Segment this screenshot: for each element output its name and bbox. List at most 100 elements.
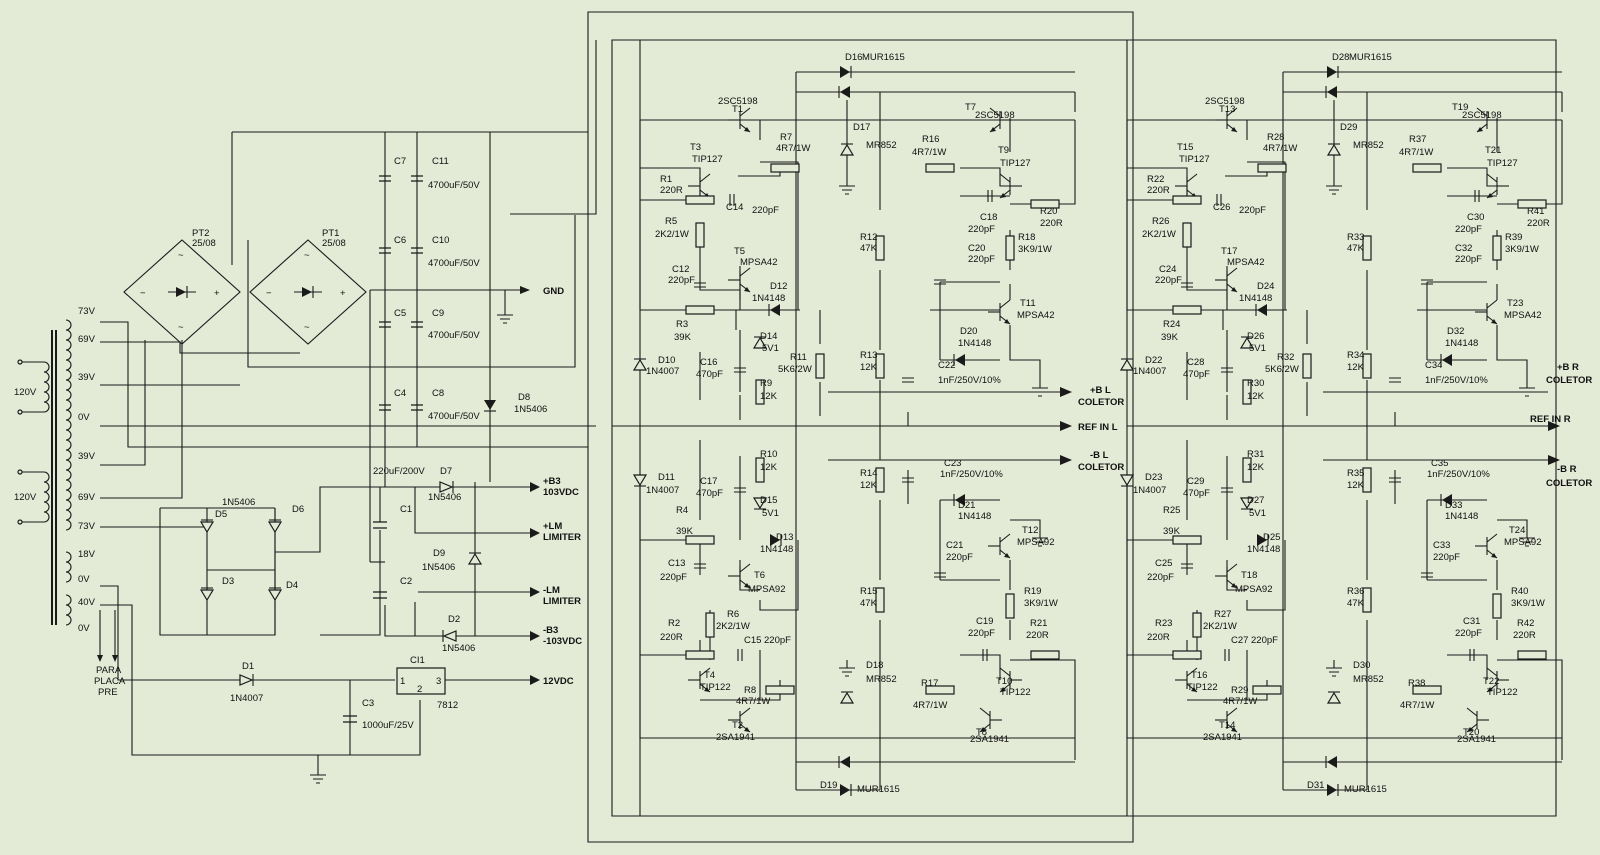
component-value: 39K <box>674 332 692 343</box>
supply-caps-c1-c2: 220uF/200V C1 C2 <box>373 466 425 599</box>
svg-text:COLETOR: COLETOR <box>1078 397 1124 408</box>
transistor-symbol <box>1477 127 1483 132</box>
primary-label-2: 120V <box>14 492 37 503</box>
component-value: 4R7/1W <box>736 696 770 707</box>
resistor-symbol <box>1005 593 1015 619</box>
tap-label: 18V <box>78 549 96 560</box>
component-ref: R9 <box>760 378 772 389</box>
to-preamp-label: PLACA <box>94 676 126 687</box>
component-value: 220pF <box>1455 254 1482 265</box>
resistor-symbol <box>1257 163 1287 173</box>
component-value: 12K <box>1347 362 1365 373</box>
svg-text:LIMITER: LIMITER <box>543 596 581 607</box>
svg-text:12VDC: 12VDC <box>543 676 574 687</box>
component-value: 1N4148 <box>760 544 793 555</box>
svg-text:COLETOR: COLETOR <box>1546 478 1592 489</box>
power-supply-wiring <box>97 11 1557 843</box>
component-value: 1N4148 <box>1445 338 1478 349</box>
d9-ref: D9 <box>433 548 445 559</box>
component-value: 220pF <box>1155 275 1182 286</box>
component-ref: T11 <box>1020 298 1036 309</box>
diode-symbol <box>840 66 850 78</box>
primary-label-1: 120V <box>14 387 37 398</box>
transistor-symbol <box>1487 193 1493 198</box>
diode-symbol <box>1239 497 1255 510</box>
component-value: 470pF <box>1183 369 1210 380</box>
diode-symbol <box>1239 336 1255 349</box>
component-ref: R5 <box>665 216 677 227</box>
component-value: 2K2/1W <box>1142 229 1176 240</box>
component-value: 1nF/250V/10% <box>938 375 1001 386</box>
to-preamp-label: PRE <box>98 687 118 698</box>
svg-text:+B L: +B L <box>1090 385 1111 396</box>
component-ref: R37 <box>1409 134 1426 145</box>
cap-label: C8 <box>432 388 444 399</box>
component-ref: C13 <box>668 558 685 569</box>
component-value: 1N4148 <box>1247 544 1280 555</box>
svg-text:+B R: +B R <box>1557 362 1579 373</box>
resistor-symbol <box>765 685 795 695</box>
diode-symbol <box>1326 143 1342 156</box>
diode-label: D3 <box>222 576 234 587</box>
component-value: TIP122 <box>700 682 731 693</box>
component-value: 4R7/1W <box>913 700 947 711</box>
component-ref: D33 <box>1445 500 1462 511</box>
component-value: 12K <box>1247 462 1265 473</box>
d1-ref: D1 <box>242 661 254 672</box>
component-ref: C31 <box>1463 616 1480 627</box>
component-ref: T7 <box>965 102 976 113</box>
component-value: 220pF <box>1455 628 1482 639</box>
component-ref: R34 <box>1347 350 1364 361</box>
diode-symbol <box>770 534 780 546</box>
component-value: 220pF <box>968 254 995 265</box>
component-value: 470pF <box>696 488 723 499</box>
component-value: 3K9/1W <box>1024 598 1058 609</box>
component-value: 47K <box>1347 243 1365 254</box>
component-value: 12K <box>760 391 778 402</box>
transistor-symbol <box>1487 687 1493 692</box>
resistor-symbol <box>1030 650 1060 660</box>
component-value: 220pF <box>660 572 687 583</box>
diode-symbol <box>1327 784 1337 796</box>
component-value: MUR1615 <box>1349 52 1392 63</box>
component-ref: D19 <box>820 780 837 791</box>
component-value: MPSA92 <box>1504 537 1542 548</box>
component-value: 4R7/1W <box>1399 147 1433 158</box>
resistor-symbol <box>1172 305 1202 315</box>
regulator-part: 7812 <box>437 700 458 711</box>
component-ref: R19 <box>1024 586 1041 597</box>
component-ref: D21 <box>958 500 975 511</box>
transistor-symbol <box>744 583 750 588</box>
component-ref: D23 <box>1145 472 1162 483</box>
tap-label: 69V <box>78 334 96 345</box>
component-ref: C28 <box>1187 357 1204 368</box>
cap-label: C7 <box>394 156 406 167</box>
component-ref: C21 <box>946 540 963 551</box>
resistor-symbol <box>705 612 715 638</box>
component-ref: R12 <box>860 232 877 243</box>
component-ref: R24 <box>1163 319 1180 330</box>
diode-symbol <box>1442 354 1452 366</box>
cap-value: 4700uF/50V <box>428 258 480 269</box>
diode-label: D5 <box>215 509 227 520</box>
component-value: 39K <box>1161 332 1179 343</box>
component-ref: R28 <box>1267 132 1284 143</box>
resistor-symbol <box>1362 587 1372 613</box>
component-value: 220pF <box>764 635 791 646</box>
component-ref: R40 <box>1511 586 1528 597</box>
bridge-diodes: 1N5406 D5 D6 D3 D4 <box>199 497 304 602</box>
component-value: 1N4148 <box>958 511 991 522</box>
component-value: 220pF <box>668 275 695 286</box>
diode-symbol <box>955 494 965 506</box>
gnd-label: GND <box>543 286 564 297</box>
component-ref: R38 <box>1408 678 1425 689</box>
component-value: 2SA1941 <box>970 734 1009 745</box>
d1-part: 1N4007 <box>230 693 263 704</box>
diode-label: D4 <box>286 580 298 591</box>
component-ref: R1 <box>660 174 672 185</box>
component-value: MR852 <box>1353 674 1384 685</box>
component-ref: T10 <box>996 676 1012 687</box>
component-ref: T2 <box>732 720 743 731</box>
component-value: 220R <box>1040 218 1063 229</box>
